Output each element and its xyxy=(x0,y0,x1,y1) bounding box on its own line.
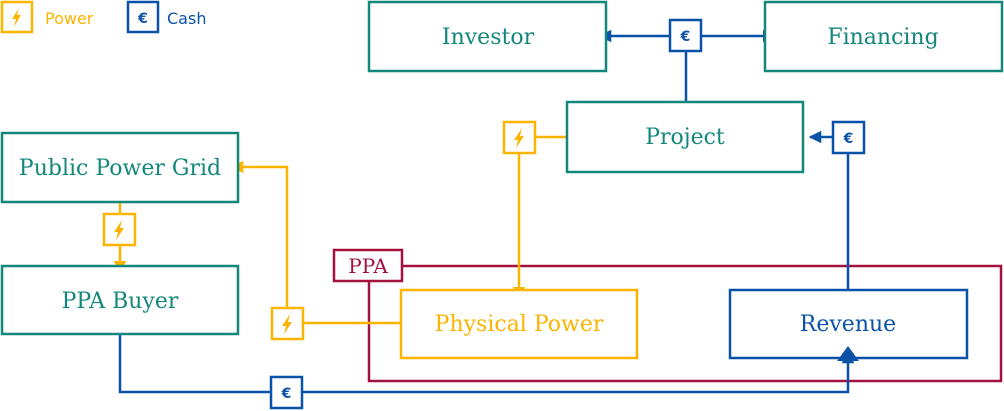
node-public-power-grid: Public Power Grid xyxy=(0,131,240,204)
lightning-icon xyxy=(12,8,21,27)
project-box xyxy=(565,100,805,174)
ppa-label: PPA xyxy=(348,254,388,278)
public-power-grid-label: Public Power Grid xyxy=(19,156,221,181)
public-power-grid-box xyxy=(0,131,240,204)
lightning-icon xyxy=(282,314,292,334)
cash-badge-box xyxy=(831,120,866,155)
euro-icon: € xyxy=(843,131,854,147)
node-financing: Financing xyxy=(763,0,1004,73)
cash-arrow-buyer-to-revenue xyxy=(118,334,855,394)
node-ppa-buyer: PPA Buyer xyxy=(0,264,240,336)
node-project: Project xyxy=(565,100,805,174)
ppa-contract-frame: PPA xyxy=(332,248,1003,383)
cash-badge-project: € xyxy=(831,120,866,155)
cash-badge-box xyxy=(269,375,304,410)
power-badge-grid xyxy=(102,212,137,247)
investor-label: Investor xyxy=(442,25,535,50)
power-connectors xyxy=(113,135,567,325)
cash-badge-buyer: € xyxy=(269,375,304,410)
node-investor: Investor xyxy=(367,0,608,73)
revenue-arrowhead xyxy=(837,346,859,361)
financing-box xyxy=(763,0,1004,73)
euro-icon: € xyxy=(281,386,292,402)
physical-power-label: Physical Power xyxy=(435,312,604,337)
power-badge-project xyxy=(502,120,537,155)
node-revenue: Revenue xyxy=(728,288,969,360)
ppa-buyer-box xyxy=(0,264,240,336)
ppa-buyer-label: PPA Buyer xyxy=(62,289,179,314)
physical-power-box xyxy=(399,288,639,360)
ppa-label-box xyxy=(332,248,404,283)
power-badge-physical xyxy=(270,306,305,341)
power-arrow-to-grid xyxy=(230,160,289,307)
legend-power: Power xyxy=(0,0,94,34)
euro-icon: € xyxy=(137,11,148,27)
cash-badge-investor-financing: € xyxy=(668,18,703,53)
lightning-icon xyxy=(514,128,524,148)
power-badge xyxy=(0,0,34,34)
cash-badge xyxy=(126,0,160,34)
project-label: Project xyxy=(645,125,725,150)
cash-badge-box xyxy=(668,18,703,53)
lightning-icon xyxy=(114,220,124,240)
legend-power-label: Power xyxy=(45,9,94,28)
node-physical-power: Physical Power xyxy=(399,288,639,360)
legend-cash-label: Cash xyxy=(167,9,206,28)
power-badge-box xyxy=(270,306,305,341)
euro-icon: € xyxy=(680,29,691,45)
legend-cash: € Cash xyxy=(126,0,206,34)
revenue-label: Revenue xyxy=(800,312,896,337)
legend: Power € Cash xyxy=(0,0,206,34)
financing-label: Financing xyxy=(827,25,938,50)
investor-box xyxy=(367,0,608,73)
